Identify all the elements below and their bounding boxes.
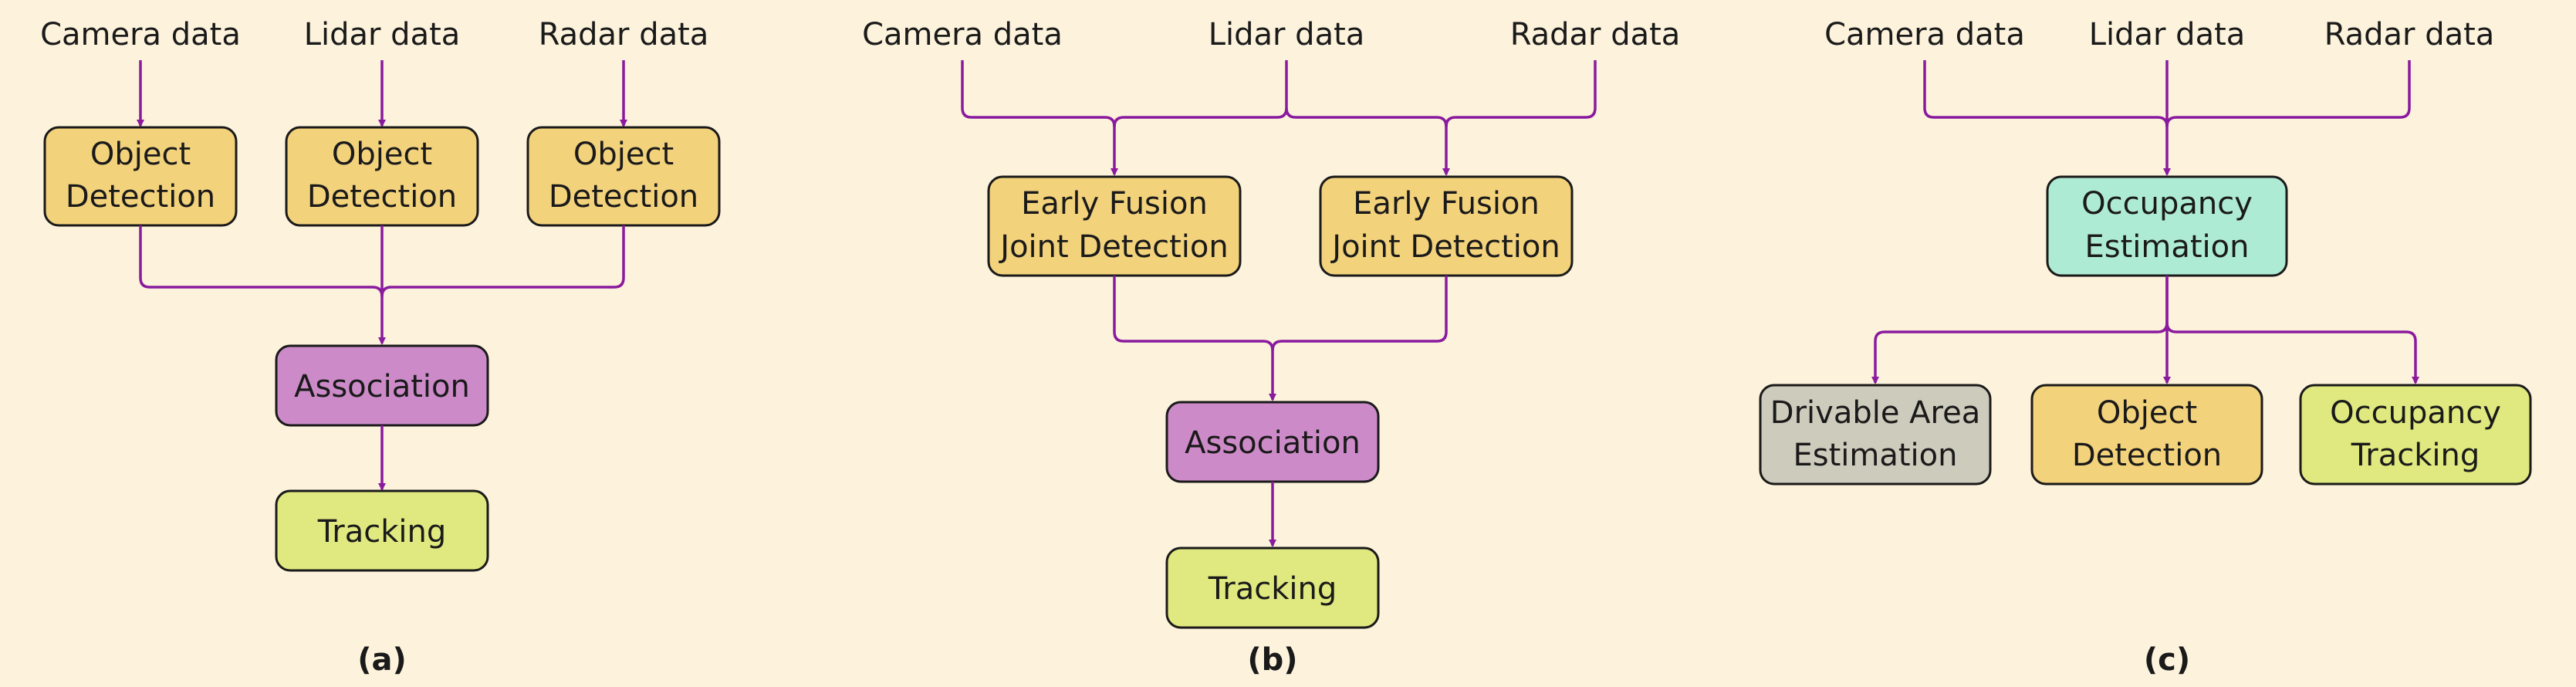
panel-b: Camera data Lidar data Radar data Early … [862, 17, 1680, 678]
panel-b-edge-lidar-bus-left [1113, 60, 1288, 127]
panel-c-edge-split-left [1871, 276, 2169, 384]
panel-c-input-radar: Radar data [2324, 17, 2495, 52]
panel-c-input-lidar: Lidar data [2089, 17, 2246, 52]
panel-c-node-drivable-area: Drivable Area Estimation [1759, 384, 1992, 486]
panel-a-node-label: Detection [307, 179, 457, 215]
panel-b-edge-lidar-bus-right [1285, 107, 1448, 127]
panel-a-node-label: Detection [549, 179, 698, 215]
panel-c-edge-split-right [2165, 322, 2419, 384]
panel-c-node-label: Drivable Area [1770, 395, 1980, 431]
panel-b-caption: (b) [1247, 642, 1297, 678]
panel-a-node-label: Detection [66, 179, 215, 215]
panel-a-input-camera: Camera data [40, 17, 241, 52]
panel-b-node-fusion-right: Early Fusion Joint Detection [1319, 175, 1574, 277]
panel-b-node-label: Early Fusion [1353, 186, 1540, 222]
panel-c-node-label: Estimation [1793, 438, 1957, 473]
panel-b-node-label: Joint Detection [998, 229, 1228, 265]
panel-c-node-occupancy-estimation: Occupancy Estimation [2046, 175, 2288, 277]
panel-a-node-association: Association [275, 344, 489, 427]
panel-c-node-label: Object [2097, 395, 2197, 431]
panel-b-input-lidar: Lidar data [1209, 17, 1365, 52]
panel-a-input-radar: Radar data [539, 17, 709, 52]
panel-c-caption: (c) [2144, 642, 2190, 678]
panel-b-node-label: Early Fusion [1021, 186, 1208, 222]
panel-a-node-label: Association [294, 369, 470, 404]
panel-b-node-association: Association [1165, 401, 1380, 483]
panel-b-edge-merge-left [1113, 276, 1274, 351]
panel-a: Camera data Lidar data Radar data Object… [40, 17, 721, 678]
panel-b-edge-camera-bus [961, 60, 1116, 127]
panel-a-edge-merge-right [380, 225, 625, 297]
panel-c-node-label: Tracking [2351, 438, 2480, 473]
panel-c-node-label: Estimation [2084, 229, 2249, 265]
panel-a-input-lidar: Lidar data [304, 17, 461, 52]
panel-a-node-label: Object [332, 137, 432, 172]
panel-c-node-label: Occupancy [2330, 395, 2501, 431]
panel-a-caption: (a) [357, 642, 407, 678]
panel-a-node-camera-detection: Object Detection [43, 126, 238, 227]
panel-a-node-label: Tracking [317, 514, 447, 550]
panel-c-node-label: Detection [2072, 438, 2222, 473]
panel-a-node-lidar-detection: Object Detection [285, 126, 479, 227]
panel-a-node-label: Object [90, 137, 191, 172]
panel-c-input-camera: Camera data [1824, 17, 2025, 52]
panel-b-edge-merge-right [1271, 276, 1448, 351]
panel-a-node-label: Object [573, 137, 674, 172]
panel-a-node-radar-detection: Object Detection [526, 126, 721, 227]
panel-b-node-label: Joint Detection [1330, 229, 1560, 265]
panel-c-node-object-detection: Object Detection [2030, 384, 2263, 486]
panel-c: Camera data Lidar data Radar data Occupa… [1759, 17, 2532, 678]
panel-c-node-occupancy-tracking: Occupancy Tracking [2299, 384, 2532, 486]
panel-b-node-fusion-left: Early Fusion Joint Detection [987, 175, 1242, 277]
panel-b-node-label: Tracking [1208, 571, 1337, 607]
panel-b-edge-radar-bus [1445, 60, 1597, 127]
panel-a-edge-merge-left [139, 225, 384, 297]
panel-b-node-label: Association [1185, 425, 1361, 461]
panel-b-input-camera: Camera data [862, 17, 1063, 52]
panel-b-input-radar: Radar data [1510, 17, 1681, 52]
panel-c-node-label: Occupancy [2081, 186, 2253, 222]
panel-c-edge-camera-bus [1923, 60, 2169, 127]
panel-a-node-tracking: Tracking [275, 489, 489, 572]
panel-c-edge-radar-bus [2165, 60, 2411, 127]
panel-b-node-tracking: Tracking [1165, 547, 1380, 629]
